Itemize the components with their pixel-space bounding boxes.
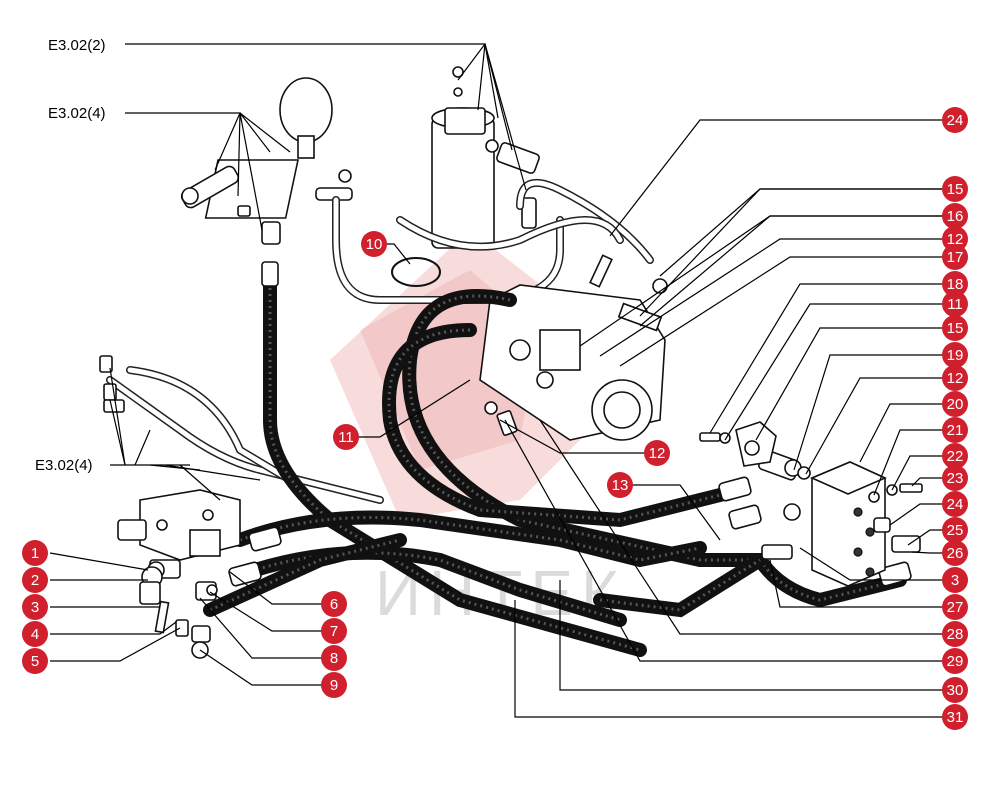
- callout-number: 24: [947, 112, 964, 129]
- callout-number: 12: [947, 370, 964, 387]
- callout-number: 16: [947, 208, 964, 225]
- accumulator-left: [180, 77, 353, 245]
- valve-block-left: [99, 355, 241, 659]
- callouts: 1 2 3 4 5 6 7 8 9 10 11 11 12 12 12 12 1…: [22, 107, 968, 730]
- callout-badge: 30: [942, 677, 968, 703]
- callout-number: 22: [947, 448, 964, 465]
- callout-number: 12: [947, 231, 964, 248]
- callout-badge: 1: [22, 540, 48, 566]
- callout-badge: 15: [942, 176, 968, 202]
- callout-number: 25: [947, 522, 964, 539]
- callout-number: 2: [31, 572, 39, 589]
- callout-badge: 25: [942, 517, 968, 543]
- callout-number: 15: [947, 181, 964, 198]
- callout-badge: 21: [942, 417, 968, 443]
- callout-badge: 23: [942, 465, 968, 491]
- callout-badge: 22: [942, 443, 968, 469]
- callout-number: 17: [947, 249, 964, 266]
- callout-number: 8: [330, 650, 338, 667]
- callout-badge: 31: [942, 704, 968, 730]
- callout-number: 9: [330, 677, 338, 694]
- callout-number: 30: [947, 682, 964, 699]
- callout-badge: 9: [321, 672, 347, 698]
- pump: [479, 254, 668, 441]
- callout-number: 1: [31, 545, 39, 562]
- callout-number: 15: [947, 320, 964, 337]
- callout-badge: 6: [321, 591, 347, 617]
- callout-badge: 18: [942, 271, 968, 297]
- callout-number: 4: [31, 626, 39, 643]
- callout-number: 6: [330, 596, 338, 613]
- reference-label-e302-4: E3.02(4): [48, 105, 106, 122]
- callout-badge: 12: [942, 226, 968, 252]
- callout-badge: 24: [942, 107, 968, 133]
- callout-badge: 8: [321, 645, 347, 671]
- callout-number: 11: [947, 296, 963, 313]
- callout-badge: 11: [333, 424, 359, 450]
- callout-number: 23: [947, 470, 964, 487]
- callout-badge: 26: [942, 540, 968, 566]
- callout-number: 3: [31, 599, 39, 616]
- callout-badge: 5: [22, 648, 48, 674]
- callout-badge: 29: [942, 648, 968, 674]
- reference-label-e302-2: E3.02(2): [48, 37, 106, 54]
- callout-badge: 24: [942, 491, 968, 517]
- callout-badge: 2: [22, 567, 48, 593]
- callout-badge: 4: [22, 621, 48, 647]
- callout-number: 11: [338, 429, 354, 446]
- callout-badge: 15: [942, 315, 968, 341]
- accumulator-center: [431, 66, 540, 249]
- callout-badge: 10: [361, 231, 387, 257]
- callout-number: 18: [947, 276, 964, 293]
- callout-number: 13: [612, 477, 629, 494]
- callout-badge: 12: [644, 440, 670, 466]
- callout-number: 21: [947, 422, 964, 439]
- callout-badge: 12: [942, 365, 968, 391]
- callout-number: 26: [947, 545, 964, 562]
- callout-number: 31: [947, 709, 964, 726]
- callout-number: 7: [330, 623, 338, 640]
- callout-number: 28: [947, 626, 964, 643]
- callout-number: 29: [947, 653, 964, 670]
- callout-badge: 27: [942, 594, 968, 620]
- callout-badge: 11: [942, 291, 968, 317]
- callout-number: 19: [947, 347, 964, 364]
- callout-badge: 20: [942, 391, 968, 417]
- reference-label-e302-4: E3.02(4): [35, 457, 93, 474]
- callout-number: 24: [947, 496, 964, 513]
- leader-lines: [49, 43, 955, 718]
- callout-badge: 28: [942, 621, 968, 647]
- callout-number: 10: [366, 236, 383, 253]
- callout-number: 20: [947, 396, 964, 413]
- callout-number: 5: [31, 653, 39, 670]
- callout-number: 27: [947, 599, 964, 616]
- callout-badge: 3: [942, 567, 968, 593]
- callout-number: 12: [649, 445, 666, 462]
- callout-badge: 13: [607, 472, 633, 498]
- callout-badge: 16: [942, 203, 968, 229]
- callout-badge: 3: [22, 594, 48, 620]
- callout-badge: 19: [942, 342, 968, 368]
- callout-number: 3: [951, 572, 959, 589]
- callout-badge: 7: [321, 618, 347, 644]
- callout-badge: 17: [942, 244, 968, 270]
- reference-labels: E3.02(2) E3.02(4) E3.02(4): [35, 37, 106, 474]
